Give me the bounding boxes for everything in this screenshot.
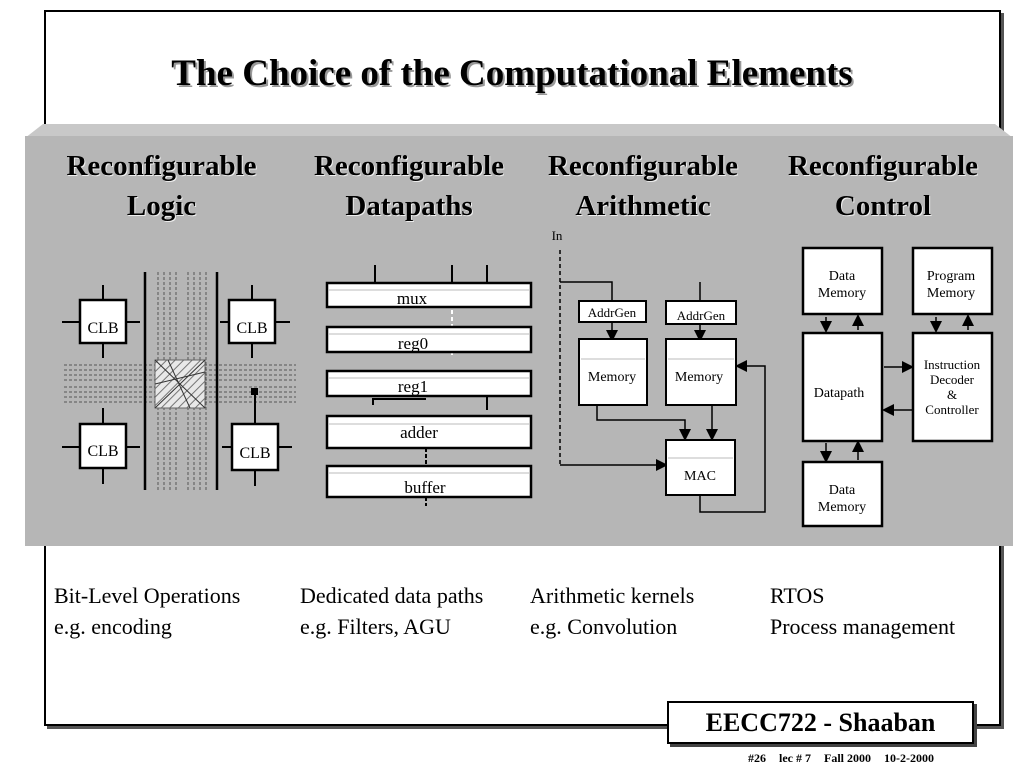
mux-block: mux (325, 281, 533, 309)
heading-datapaths-line2: Datapaths (345, 190, 473, 222)
adder-block: adder (325, 414, 533, 450)
svg-text:&: & (947, 387, 957, 402)
desc-control: RTOS Process management (770, 580, 955, 642)
desc-logic-line1: Bit-Level Operations (54, 583, 241, 608)
reg0-block: reg0 (325, 325, 533, 354)
heading-datapaths-line1: Reconfigurable (313, 150, 505, 182)
course-badge: EECC722 - Shaaban (667, 701, 974, 744)
svg-text:reg1: reg1 (398, 377, 428, 396)
svg-text:AddrGen: AddrGen (588, 305, 637, 320)
svg-text:adder: adder (400, 423, 438, 442)
svg-text:Instruction: Instruction (924, 357, 981, 372)
heading-logic-line2: Logic (126, 190, 197, 222)
reg1-block: reg1 (325, 369, 533, 398)
addrgen-right: AddrGen (665, 300, 737, 325)
heading-arithmetic-line2: Arithmetic (575, 190, 711, 222)
instruction-decoder-controller: Instruction Decoder & Controller (911, 331, 994, 443)
svg-text:Memory: Memory (927, 286, 975, 301)
heading-logic-line1: Reconfigurable (66, 150, 257, 182)
svg-text:CLB: CLB (236, 320, 267, 337)
heading-datapaths: Reconfigurable Datapaths (294, 146, 524, 226)
desc-datapaths: Dedicated data paths e.g. Filters, AGU (300, 580, 483, 642)
clb-top-left: CLB (78, 298, 128, 345)
datapath-block: Datapath (801, 331, 884, 443)
svg-text:MAC: MAC (684, 469, 716, 484)
desc-arithmetic: Arithmetic kernels e.g. Convolution (530, 580, 694, 642)
svg-text:Memory: Memory (588, 370, 636, 385)
heading-control-line1: Reconfigurable (787, 150, 979, 182)
svg-text:CLB: CLB (87, 320, 118, 337)
svg-text:Data: Data (829, 269, 856, 284)
date: 10-2-2000 (884, 751, 934, 765)
data-memory-bottom: Data Memory (801, 460, 884, 528)
desc-arithmetic-line2: e.g. Convolution (530, 614, 678, 639)
heading-control-line2: Control (834, 190, 932, 222)
svg-text:Controller: Controller (925, 402, 979, 417)
svg-text:reg0: reg0 (398, 334, 428, 353)
svg-text:Memory: Memory (818, 286, 866, 301)
control-diagram: Data Memory Program Memory Datapath Inst… (801, 246, 994, 528)
svg-text:CLB: CLB (87, 443, 118, 460)
desc-control-line2: Process management (770, 614, 956, 639)
logic-diagram: CLB CLB CLB CLB (62, 272, 296, 490)
svg-text:Memory: Memory (675, 370, 723, 385)
heading-logic: Reconfigurable Logic (44, 146, 279, 226)
heading-arithmetic: Reconfigurable Arithmetic (528, 146, 758, 226)
svg-text:Data: Data (829, 483, 856, 498)
memory-left: Memory (578, 338, 648, 406)
desc-logic: Bit-Level Operations e.g. encoding (54, 580, 240, 642)
buffer-block: buffer (325, 464, 533, 499)
addrgen-left: AddrGen (578, 300, 647, 323)
program-memory: Program Memory (911, 246, 994, 316)
svg-text:Program: Program (927, 269, 975, 284)
desc-datapaths-line1: Dedicated data paths (300, 583, 484, 608)
mac-block: MAC (665, 439, 736, 496)
desc-arithmetic-line1: Arithmetic kernels (530, 583, 695, 608)
svg-text:buffer: buffer (404, 478, 446, 497)
heading-control: Reconfigurable Control (768, 146, 998, 226)
svg-text:AddrGen: AddrGen (677, 308, 726, 323)
memory-right: Memory (665, 338, 737, 406)
lecture-number: lec # 7 (779, 751, 811, 765)
term: Fall 2000 (824, 751, 871, 765)
datapath-diagram: mux reg0 reg1 adder buffer (325, 265, 533, 506)
desc-datapaths-line2: e.g. Filters, AGU (300, 614, 451, 639)
svg-text:mux: mux (397, 289, 428, 308)
heading-arithmetic-line1: Reconfigurable (547, 150, 739, 182)
data-memory-top: Data Memory (801, 246, 884, 316)
slide-footer: #26 lec # 7 Fall 2000 10-2-2000 (748, 751, 944, 766)
desc-logic-line2: e.g. encoding (54, 614, 172, 639)
svg-text:Datapath: Datapath (814, 386, 865, 401)
svg-text:Decoder: Decoder (930, 372, 975, 387)
svg-text:Memory: Memory (818, 500, 866, 515)
band-top-bevel (25, 124, 1013, 138)
desc-control-line1: RTOS (770, 583, 825, 608)
input-label: In (552, 228, 563, 243)
clb-bottom-left: CLB (78, 422, 128, 470)
slide-title: The Choice of the Computational Elements (171, 53, 853, 94)
arithmetic-diagram: In AddrGen AddrGen Memory (552, 228, 766, 513)
clb-top-right: CLB (227, 298, 277, 345)
slide-number: #26 (748, 751, 766, 765)
clb-bottom-right: CLB (230, 422, 280, 472)
svg-text:CLB: CLB (239, 445, 270, 462)
